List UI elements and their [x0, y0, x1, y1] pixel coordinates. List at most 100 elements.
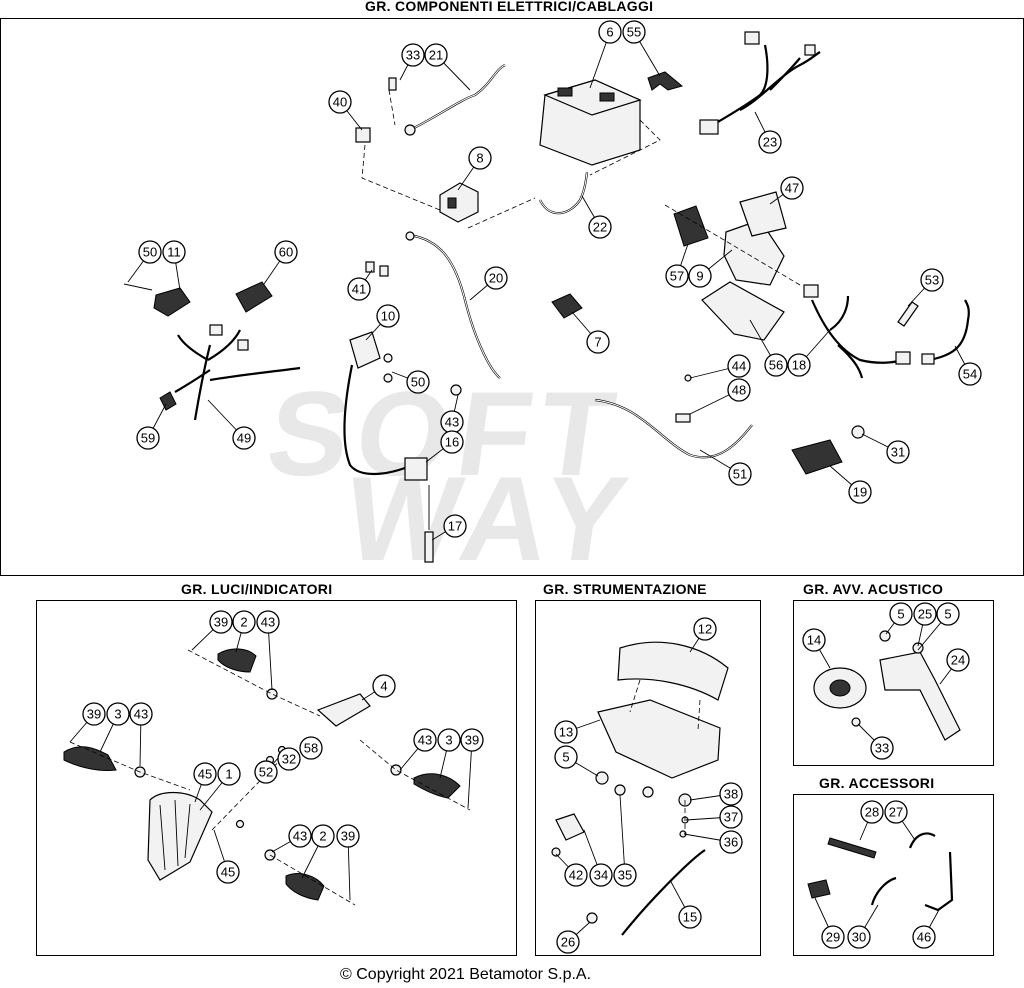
- callout-electrical-19: 19: [829, 465, 872, 504]
- callout-number: 8: [476, 151, 483, 166]
- callout-lights-52: 52: [254, 749, 286, 784]
- callout-electrical-33: 33: [399, 43, 425, 81]
- callout-electrical-60: 60: [263, 240, 298, 285]
- battery: [539, 79, 642, 166]
- callout-number: 22: [593, 220, 607, 235]
- callout-number: 56: [769, 358, 783, 373]
- callout-instruments-5: 5: [554, 745, 599, 777]
- callout-instruments-12: 12: [689, 617, 717, 653]
- callout-number: 37: [724, 810, 738, 825]
- callout-number: 19: [853, 485, 867, 500]
- callout-number: 5: [897, 607, 904, 622]
- callout-lights-39: 39: [336, 824, 360, 901]
- harness-23: [699, 31, 821, 135]
- callout-number: 32: [282, 752, 296, 767]
- callout-electrical-57: 57: [665, 243, 689, 288]
- callout-electrical-44: 44: [689, 354, 751, 379]
- callout-lights-3: 3: [437, 728, 461, 779]
- flasher-19: [791, 439, 843, 475]
- callout-number: 21: [429, 48, 443, 63]
- callout-horn-24: 24: [939, 648, 970, 685]
- instrument-cluster: [617, 641, 729, 701]
- horn-parts: [813, 630, 961, 741]
- callout-electrical-59: 59: [136, 403, 167, 450]
- callout-electrical-50: 50: [391, 370, 430, 394]
- callout-number: 38: [724, 787, 738, 802]
- callout-number: 58: [304, 741, 318, 756]
- callout-electrical-40: 40: [328, 90, 363, 131]
- instruments-assembly-lines: [629, 679, 701, 834]
- harness-49: [174, 324, 301, 421]
- callout-number: 14: [807, 633, 821, 648]
- callout-accessories-30: 30: [847, 904, 879, 949]
- callout-horn-25: 25: [913, 602, 937, 647]
- callout-number: 30: [852, 930, 866, 945]
- callout-number: 33: [875, 741, 889, 756]
- callout-instruments-13: 13: [554, 719, 601, 744]
- callout-number: 29: [826, 930, 840, 945]
- callout-number: 39: [214, 615, 228, 630]
- callout-number: 48: [732, 383, 746, 398]
- callout-electrical-17: 17: [431, 514, 467, 541]
- callout-electrical-47: 47: [769, 176, 804, 205]
- callout-number: 41: [352, 282, 366, 297]
- callout-number: 11: [167, 245, 181, 260]
- electrical-parts: [123, 31, 970, 563]
- callout-electrical-50: 50: [127, 240, 162, 283]
- section-title-accessories: GR. ACCESSORI: [816, 775, 938, 791]
- callout-number: 42: [569, 868, 583, 883]
- callout-number: 24: [951, 653, 965, 668]
- callout-lights-45: 45: [193, 762, 217, 803]
- callout-number: 25: [918, 607, 932, 622]
- callout-number: 16: [445, 435, 459, 450]
- callout-number: 28: [865, 805, 879, 820]
- headlight: [147, 791, 213, 881]
- callout-number: 3: [114, 707, 121, 722]
- callout-number: 43: [418, 733, 432, 748]
- callout-number: 5: [944, 607, 951, 622]
- assembly-lines: [361, 89, 801, 286]
- callout-electrical-8: 8: [457, 146, 492, 191]
- callout-lights-58: 58: [299, 736, 323, 760]
- callout-instruments-35: 35: [613, 794, 637, 887]
- callout-lights-3: 3: [99, 702, 130, 753]
- instrument-parts: [551, 641, 729, 936]
- callout-number: 9: [696, 269, 703, 284]
- callout-number: 2: [319, 829, 326, 844]
- callout-electrical-20: 20: [469, 266, 508, 301]
- ecu-group: [673, 191, 787, 341]
- terminal-cover: [647, 71, 684, 91]
- switch-60: [235, 281, 273, 313]
- callout-lights-1: 1: [199, 762, 241, 811]
- callout-electrical-9: 9: [688, 249, 733, 288]
- section-title-instruments: GR. STRUMENTAZIONE: [540, 581, 710, 597]
- callout-number: 51: [733, 467, 747, 482]
- callout-instruments-38: 38: [689, 782, 743, 806]
- callout-lights-39: 39: [460, 728, 484, 809]
- callout-number: 39: [465, 733, 479, 748]
- callout-number: 39: [87, 707, 101, 722]
- callout-electrical-49: 49: [207, 399, 256, 450]
- accessories-frame: [793, 794, 994, 956]
- callout-electrical-10: 10: [365, 304, 400, 341]
- callout-electrical-41: 41: [347, 269, 373, 301]
- callout-electrical-18: 18: [787, 329, 831, 377]
- callout-lights-43: 43: [256, 610, 280, 691]
- callout-horn-5: 5: [917, 602, 960, 651]
- instrument-bracket: [597, 699, 721, 779]
- harness-18: [803, 284, 911, 379]
- switch-11: [153, 287, 191, 317]
- callout-number: 17: [448, 519, 462, 534]
- callout-lights-32: 32: [277, 747, 301, 771]
- callout-lights-39: 39: [69, 702, 106, 743]
- callout-number: 50: [411, 375, 425, 390]
- callout-number: 43: [445, 415, 459, 430]
- ignition-coil: [343, 331, 434, 563]
- callout-number: 39: [341, 829, 355, 844]
- callout-number: 44: [732, 359, 746, 374]
- callout-number: 49: [237, 431, 251, 446]
- callout-electrical-6: 6: [589, 20, 622, 89]
- callout-horn-33: 33: [857, 723, 894, 760]
